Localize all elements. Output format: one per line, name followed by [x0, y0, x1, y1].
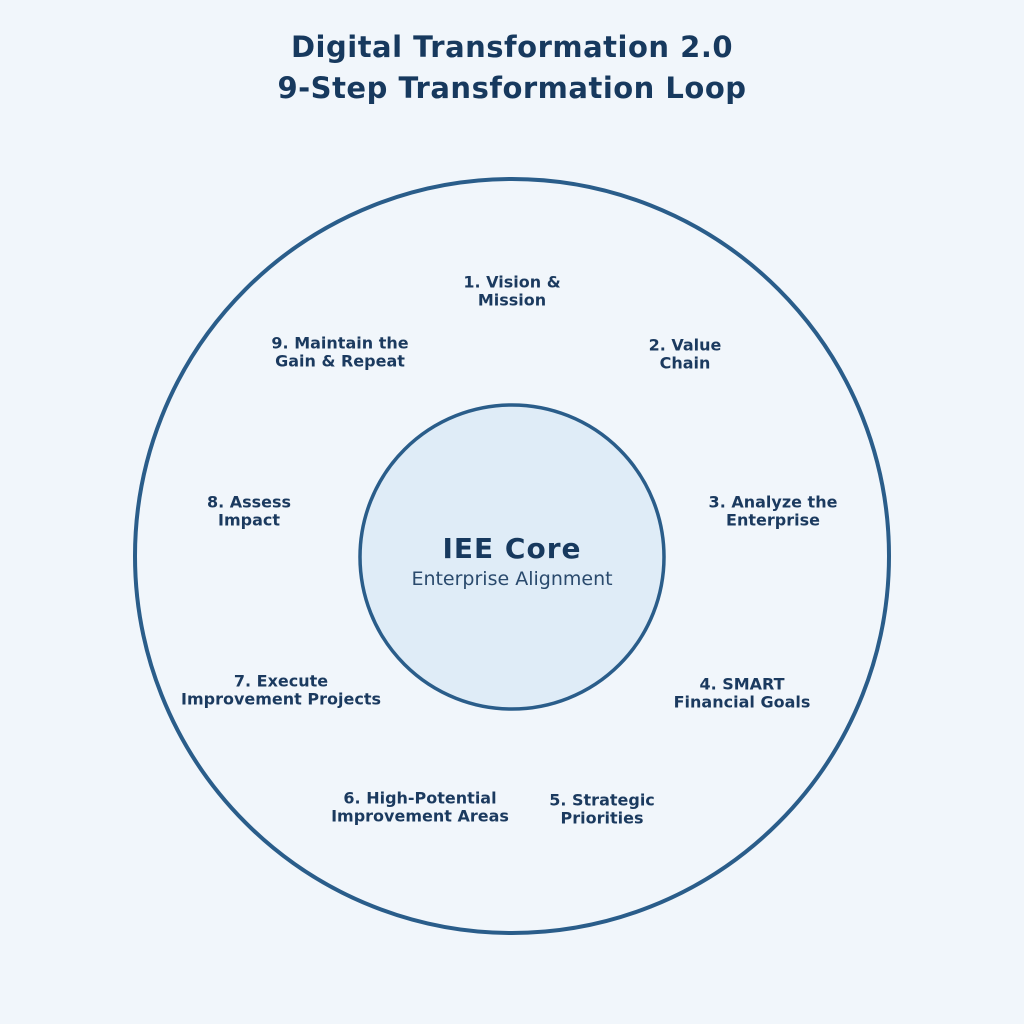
outer-loop-circle [133, 177, 891, 935]
step-label-7: 7. Execute Improvement Projects [181, 671, 381, 709]
step-label-8: 8. Assess Impact [206, 492, 292, 530]
step-label-1: 1. Vision & Mission [463, 272, 561, 310]
step-label-2: 2. Value Chain [648, 335, 722, 373]
step-label-9: 9. Maintain the Gain & Repeat [271, 333, 409, 371]
page-title: Digital Transformation 2.0 9-Step Transf… [277, 30, 747, 106]
core-title: IEE Core [442, 532, 582, 565]
core-label: IEE Core Enterprise Alignment [411, 532, 612, 590]
step-label-5: 5. Strategic Priorities [549, 790, 655, 828]
step-label-3: 3. Analyze the Enterprise [708, 492, 838, 530]
step-label-4: 4. SMART Financial Goals [673, 674, 811, 712]
core-subtitle: Enterprise Alignment [411, 568, 613, 590]
step-label-6: 6. High-Potential Improvement Areas [331, 788, 509, 826]
core-circle [358, 403, 666, 711]
